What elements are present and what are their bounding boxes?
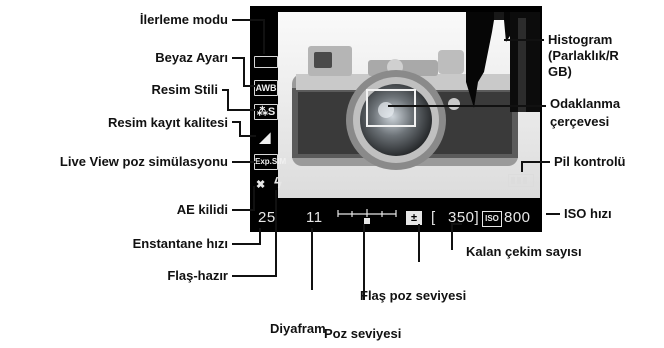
label-histogram-line1: Histogram <box>548 32 612 47</box>
label-drive-mode: İlerleme modu <box>60 12 228 27</box>
leader-shutter <box>232 228 260 244</box>
leader-image-quality <box>232 122 256 136</box>
leader-shots-remaining <box>452 224 462 250</box>
label-battery: Pil kontrolü <box>554 154 626 169</box>
leader-white-balance <box>232 58 256 86</box>
leader-battery <box>522 162 550 172</box>
leader-picture-style <box>222 90 256 110</box>
label-exposure-sim: Live View poz simülasyonu <box>4 154 228 169</box>
label-flash-exposure: Flaş poz seviyesi <box>360 288 466 303</box>
label-histogram-line3: GB) <box>548 64 572 79</box>
label-shutter-speed: Enstantane hızı <box>40 236 228 251</box>
label-white-balance: Beyaz Ayarı <box>60 50 228 65</box>
label-flash-ready: Flaş-hazır <box>60 268 228 283</box>
label-exposure-level: Poz seviyesi <box>324 326 401 341</box>
label-shots-remaining: Kalan çekim sayısı <box>466 244 582 259</box>
label-picture-style: Resim Stili <box>60 82 218 97</box>
label-image-quality: Resim kayıt kalitesi <box>30 115 228 130</box>
leader-drive-mode <box>232 20 264 54</box>
leader-ae-lock <box>232 186 254 210</box>
label-iso: ISO hızı <box>564 206 612 221</box>
label-histogram-line2: (Parlaklık/R <box>548 48 619 63</box>
label-aperture: Diyafram <box>270 321 326 336</box>
label-ae-lock: AE kilidi <box>60 202 228 217</box>
label-af-frame-line1: Odaklanma <box>550 96 620 111</box>
label-af-frame-line2: çerçevesi <box>550 114 609 129</box>
